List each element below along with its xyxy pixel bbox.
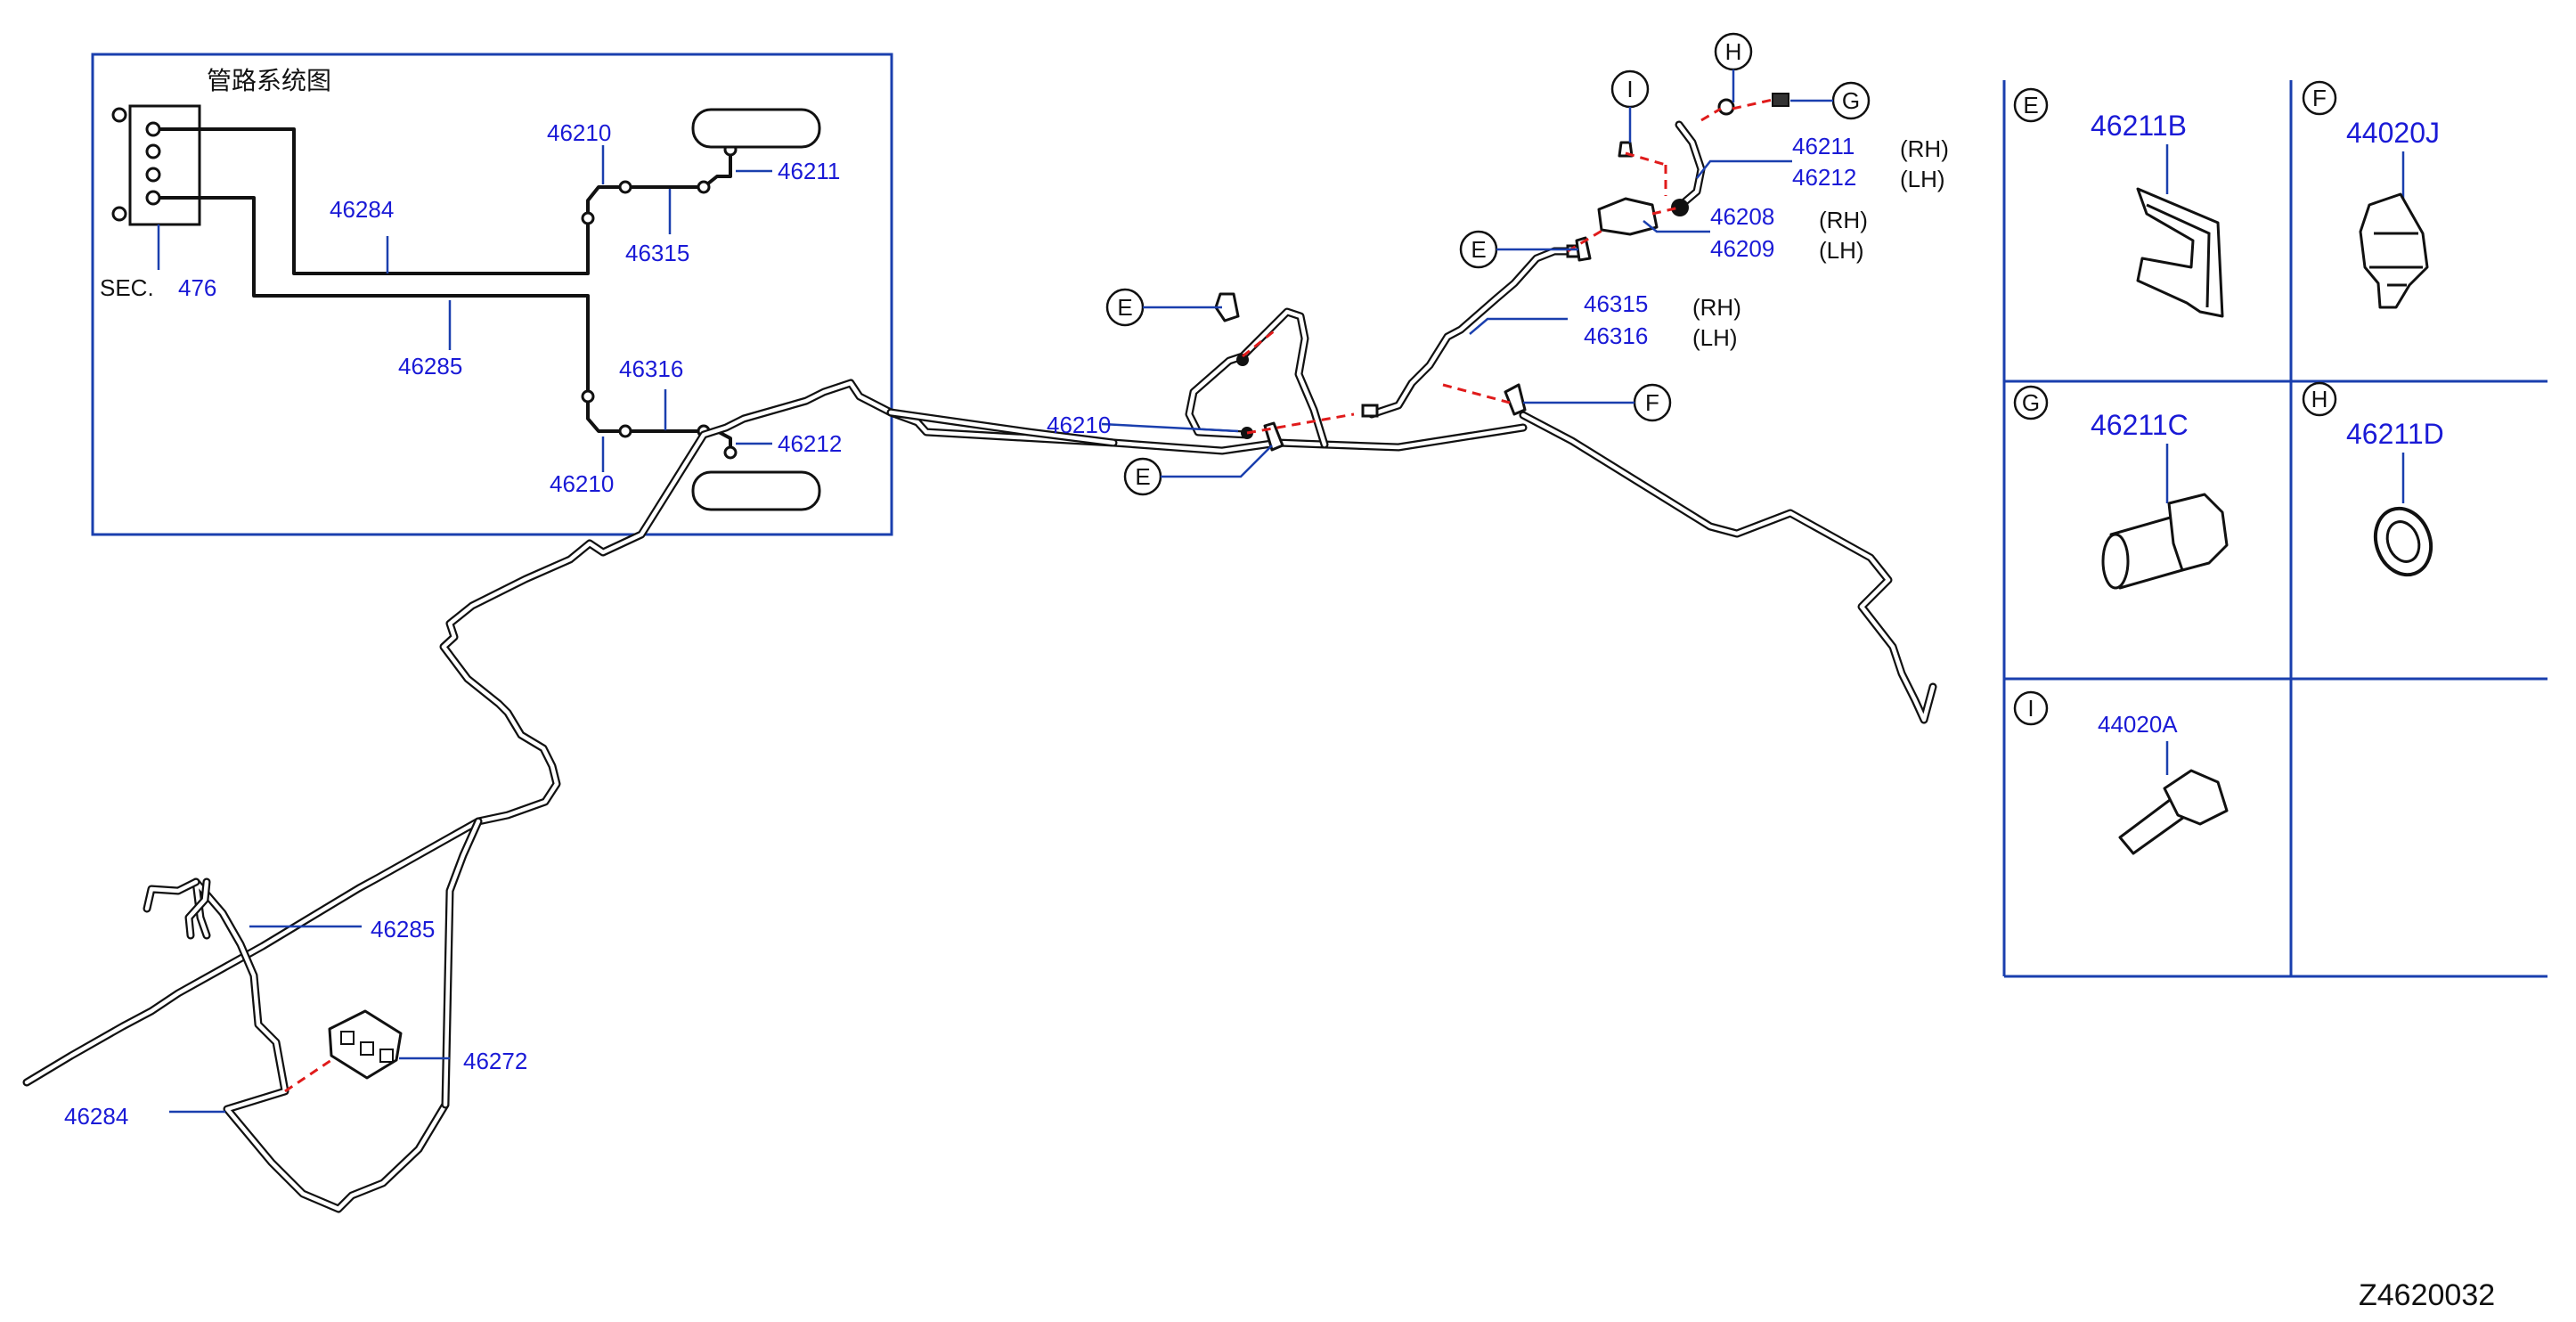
- callout-h-text: H: [1725, 38, 1742, 65]
- inset-label-46212[interactable]: 46212: [778, 430, 842, 457]
- callout-g-text: G: [1842, 87, 1860, 114]
- label-46285[interactable]: 46285: [371, 916, 435, 943]
- label-46209[interactable]: 46209: [1710, 235, 1774, 262]
- parts-cell-f-ref: F: [2312, 85, 2327, 111]
- parts-cell-e-ref: E: [2023, 92, 2038, 118]
- label-46211-side: (RH): [1900, 135, 1949, 162]
- inset-label-46211[interactable]: 46211: [778, 158, 840, 184]
- sec-prefix: SEC.: [100, 274, 154, 301]
- label-46315[interactable]: 46315: [1584, 290, 1648, 317]
- label-46284[interactable]: 46284: [64, 1103, 128, 1130]
- inset-label-46284[interactable]: 46284: [330, 196, 394, 223]
- label-46209-side: (LH): [1819, 237, 1864, 264]
- main-callouts: I H G E E E F 46211 (RH): [64, 32, 1949, 1130]
- callout-e-text-2: E: [1117, 294, 1132, 321]
- label-46208[interactable]: 46208: [1710, 203, 1774, 230]
- parts-cell-h[interactable]: H 46211D: [2302, 381, 2444, 583]
- parts-cell-f-number: 44020J: [2346, 117, 2440, 149]
- label-46316[interactable]: 46316: [1584, 322, 1648, 349]
- inset-label-46210-bot[interactable]: 46210: [550, 470, 614, 497]
- parts-cell-e-number: 46211B: [2091, 110, 2187, 142]
- parts-cell-h-ref: H: [2311, 386, 2328, 412]
- parts-cell-g[interactable]: G 46211C: [2013, 385, 2229, 590]
- label-46316-side: (LH): [1692, 324, 1738, 351]
- label-46272[interactable]: 46272: [463, 1048, 527, 1074]
- inset-label-46315[interactable]: 46315: [625, 240, 689, 266]
- label-46211[interactable]: 46211: [1792, 133, 1855, 159]
- sec-number-link[interactable]: 476: [178, 274, 216, 301]
- callout-i-text: I: [1626, 76, 1633, 102]
- parts-cell-i-ref: I: [2027, 695, 2034, 722]
- label-46315-side: (RH): [1692, 294, 1741, 321]
- callout-e-text-3: E: [1135, 463, 1150, 490]
- label-46212[interactable]: 46212: [1792, 164, 1856, 191]
- inset-title: 管路系统图: [207, 66, 331, 95]
- label-46212-side: (LH): [1900, 166, 1945, 192]
- inset-label-46316[interactable]: 46316: [619, 355, 683, 382]
- inset-label-46210-top[interactable]: 46210: [547, 119, 611, 146]
- parts-cell-i-number: 44020A: [2098, 711, 2178, 738]
- inset-label-46285[interactable]: 46285: [398, 353, 462, 379]
- main-brake-lines: [22, 93, 1937, 1213]
- callout-f-text: F: [1645, 389, 1659, 416]
- label-46210[interactable]: 46210: [1047, 412, 1111, 438]
- parts-cell-e[interactable]: E 46211B: [2013, 87, 2224, 318]
- junction-block-46272: [328, 1009, 403, 1080]
- drawing-code: Z4620032: [2359, 1278, 2495, 1312]
- callout-e-text-1: E: [1471, 236, 1486, 263]
- parts-cell-h-number: 46211D: [2346, 418, 2444, 450]
- parts-cell-g-ref: G: [2022, 389, 2040, 416]
- parts-cell-i[interactable]: I 44020A: [2013, 690, 2229, 855]
- label-46208-side: (RH): [1819, 207, 1868, 233]
- parts-cell-g-number: 46211C: [2091, 409, 2189, 441]
- piping-schematic-inset: 管路系统图 SEC.: [91, 53, 893, 536]
- bracket-46208: [1597, 197, 1689, 236]
- parts-table: E 46211B F 44020J G 46211C: [2002, 80, 2547, 978]
- parts-cell-f[interactable]: F 44020J: [2302, 80, 2440, 309]
